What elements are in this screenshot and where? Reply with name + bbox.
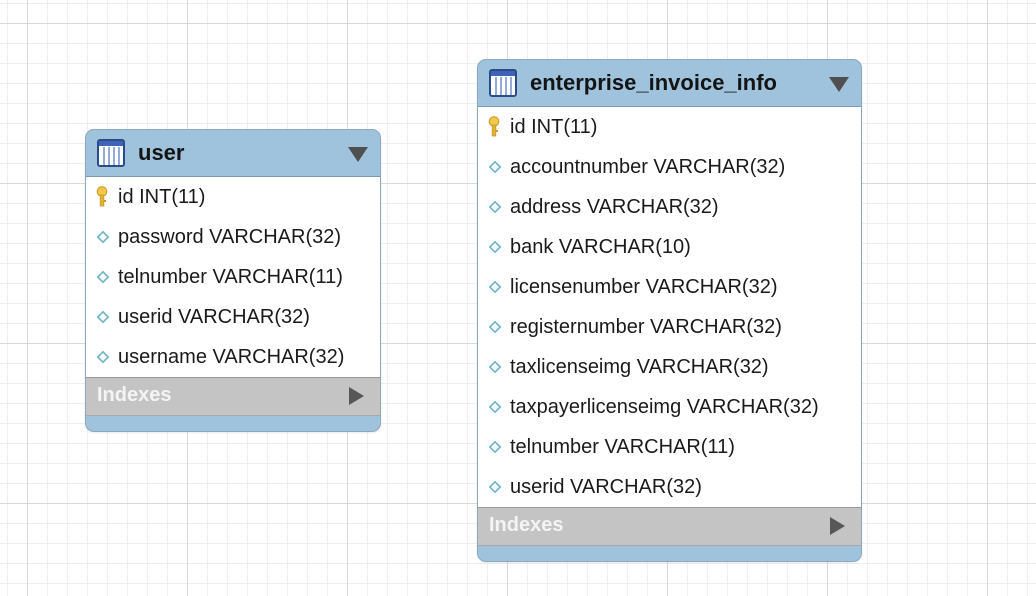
column-row[interactable]: taxpayerlicenseimg VARCHAR(32) [478,387,861,427]
column-row[interactable]: userid VARCHAR(32) [478,467,861,507]
indexes-label: Indexes [97,384,172,406]
table-footer [478,546,861,561]
diamond-icon [97,351,109,363]
diamond-icon [97,231,109,243]
table-header[interactable]: enterprise_invoice_info [478,60,861,106]
diamond-icon [489,481,501,493]
indexes-section[interactable]: Indexes [478,508,861,546]
diamond-icon [489,361,501,373]
column-row[interactable]: address VARCHAR(32) [478,187,861,227]
triangle-down-icon[interactable] [829,77,849,92]
column-list: id INT(11) password VARCHAR(32) telnumbe… [86,176,380,378]
column-row[interactable]: userid VARCHAR(32) [86,297,380,337]
key-icon [96,186,108,207]
diamond-icon [97,271,109,283]
column-row[interactable]: id INT(11) [478,107,861,147]
column-label: accountnumber VARCHAR(32) [510,156,786,178]
table-title: user [138,140,185,165]
column-row[interactable]: taxlicenseimg VARCHAR(32) [478,347,861,387]
column-label: taxpayerlicenseimg VARCHAR(32) [510,396,819,418]
column-list: id INT(11) accountnumber VARCHAR(32) add… [478,106,861,508]
column-row[interactable]: telnumber VARCHAR(11) [478,427,861,467]
diamond-icon [489,441,501,453]
user-table[interactable]: user id INT(11) password VARCHAR(32) tel… [85,129,381,432]
column-row[interactable]: bank VARCHAR(10) [478,227,861,267]
indexes-label: Indexes [489,514,564,536]
diamond-icon [489,201,501,213]
column-label: licensenumber VARCHAR(32) [510,276,778,298]
column-row[interactable]: password VARCHAR(32) [86,217,380,257]
table-footer [86,416,380,431]
diamond-icon [489,401,501,413]
table-grid-icon [97,139,125,167]
triangle-right-icon[interactable] [349,387,364,405]
column-row[interactable]: username VARCHAR(32) [86,337,380,377]
column-label: username VARCHAR(32) [118,346,345,368]
column-label: userid VARCHAR(32) [118,306,310,328]
column-label: taxlicenseimg VARCHAR(32) [510,356,769,378]
column-row[interactable]: accountnumber VARCHAR(32) [478,147,861,187]
column-row[interactable]: id INT(11) [86,177,380,217]
column-label: password VARCHAR(32) [118,226,342,248]
enterprise-invoice-info-table[interactable]: enterprise_invoice_info id INT(11) accou… [477,59,862,562]
diamond-icon [489,321,501,333]
key-icon [488,116,500,137]
column-label: id INT(11) [118,186,206,208]
diamond-icon [97,311,109,323]
column-row[interactable]: telnumber VARCHAR(11) [86,257,380,297]
triangle-right-icon[interactable] [830,517,845,535]
column-label: bank VARCHAR(10) [510,236,691,258]
column-label: address VARCHAR(32) [510,196,719,218]
column-label: telnumber VARCHAR(11) [510,436,735,458]
column-label: userid VARCHAR(32) [510,476,702,498]
diamond-icon [489,281,501,293]
column-label: id INT(11) [510,116,598,138]
table-title: enterprise_invoice_info [530,70,777,95]
table-header[interactable]: user [86,130,380,176]
diamond-icon [489,241,501,253]
triangle-down-icon[interactable] [348,147,368,162]
column-label: telnumber VARCHAR(11) [118,266,343,288]
table-grid-icon [489,69,517,97]
column-label: registernumber VARCHAR(32) [510,316,782,338]
indexes-section[interactable]: Indexes [86,378,380,416]
column-row[interactable]: licensenumber VARCHAR(32) [478,267,861,307]
diamond-icon [489,161,501,173]
column-row[interactable]: registernumber VARCHAR(32) [478,307,861,347]
